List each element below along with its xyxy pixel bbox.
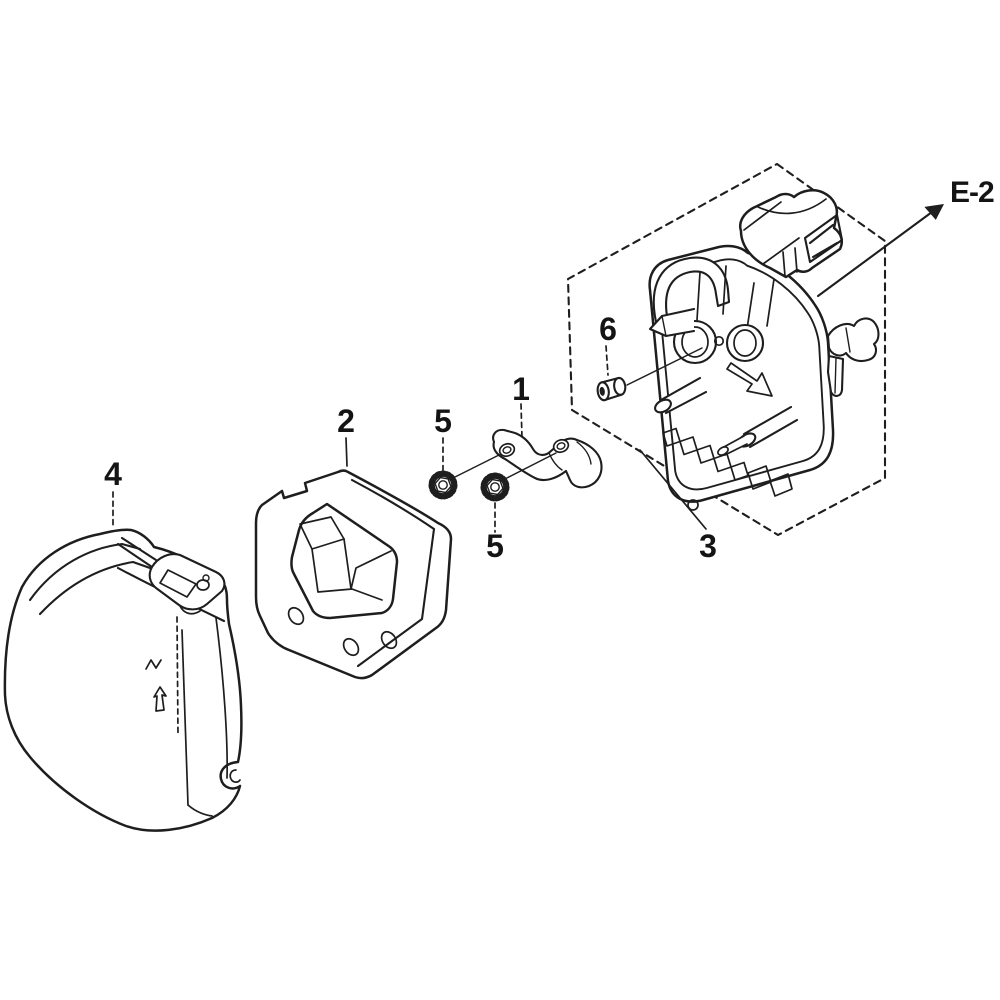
part-1-stay-bracket: [492, 428, 603, 489]
callout-1: 1: [512, 371, 530, 407]
flow-arrow-mark: [726, 362, 773, 397]
vent-slots: [662, 427, 793, 497]
callout-2: 2: [337, 403, 355, 439]
part-6-collar: [596, 376, 627, 402]
callout-4: 4: [104, 456, 122, 492]
callout-5-left: 5: [434, 403, 452, 439]
nut-assembly-lines: [452, 452, 557, 481]
subassembly-boundary-box: [566, 162, 887, 537]
part-5-flange-nut-left: [428, 470, 458, 500]
up-arrow-mark: [145, 659, 167, 712]
part-5-flange-nut-right: [480, 472, 510, 502]
e2-reference-label: E-2: [950, 176, 994, 209]
part-3-air-cleaner-case: [648, 188, 880, 511]
cover-latch: [116, 536, 226, 615]
part-4-air-cleaner-cover: [3, 528, 243, 832]
callout-6: 6: [599, 311, 617, 347]
mounting-studs: [654, 376, 799, 456]
e2-reference-arrow: [816, 204, 944, 298]
part-2-element-housing: [254, 469, 453, 680]
collar-pointer-line: [626, 347, 703, 386]
callout-3: 3: [699, 528, 717, 564]
callout-labels: 1 2 3 4 5 5 6 E-2: [104, 176, 995, 564]
leader-lines: [112, 345, 707, 533]
callout-5-right: 5: [486, 528, 504, 564]
